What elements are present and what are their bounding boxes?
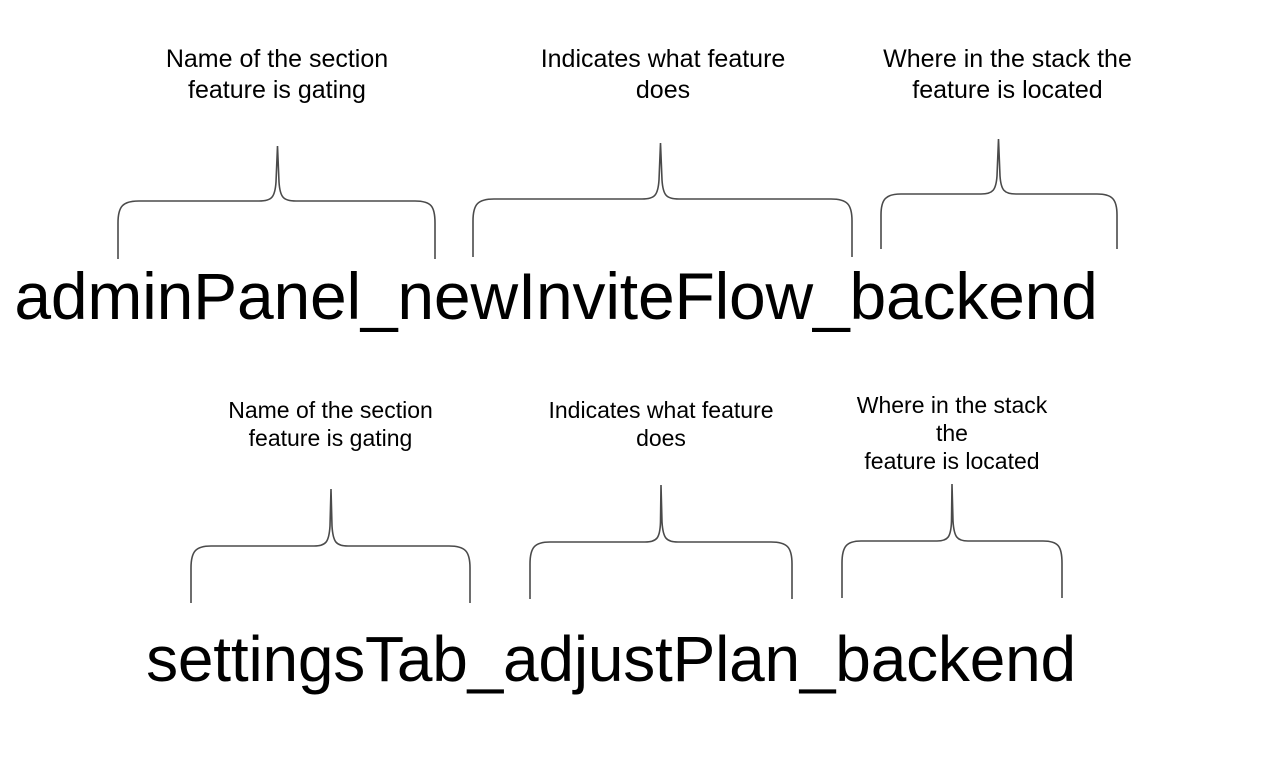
feature-flag-name-example-2: settingsTab_adjustPlan_backend: [146, 623, 1076, 695]
curly-brace-icon-layer-row2: [841, 484, 1063, 598]
curly-brace-icon-section-row1: [117, 146, 436, 259]
annotation-label-layer-row1: Where in the stack the feature is locate…: [883, 45, 1132, 104]
feature-flag-name-example-1: adminPanel_newInviteFlow_backend: [14, 259, 1098, 333]
curly-brace-icon-section-row2: [190, 489, 471, 603]
curly-brace-icon-behavior-row1: [472, 143, 853, 257]
annotation-label-behavior-row2: Indicates what feature does: [548, 397, 774, 452]
annotation-label-behavior-row1: Indicates what feature does: [540, 45, 786, 104]
annotation-label-section-row1: Name of the section feature is gating: [165, 45, 389, 104]
curly-brace-icon-layer-row1: [880, 139, 1118, 249]
annotation-label-section-row2: Name of the section feature is gating: [228, 397, 433, 452]
curly-brace-icon-behavior-row2: [529, 485, 793, 599]
annotation-label-layer-row2: Where in the stack the feature is locate…: [856, 392, 1048, 475]
